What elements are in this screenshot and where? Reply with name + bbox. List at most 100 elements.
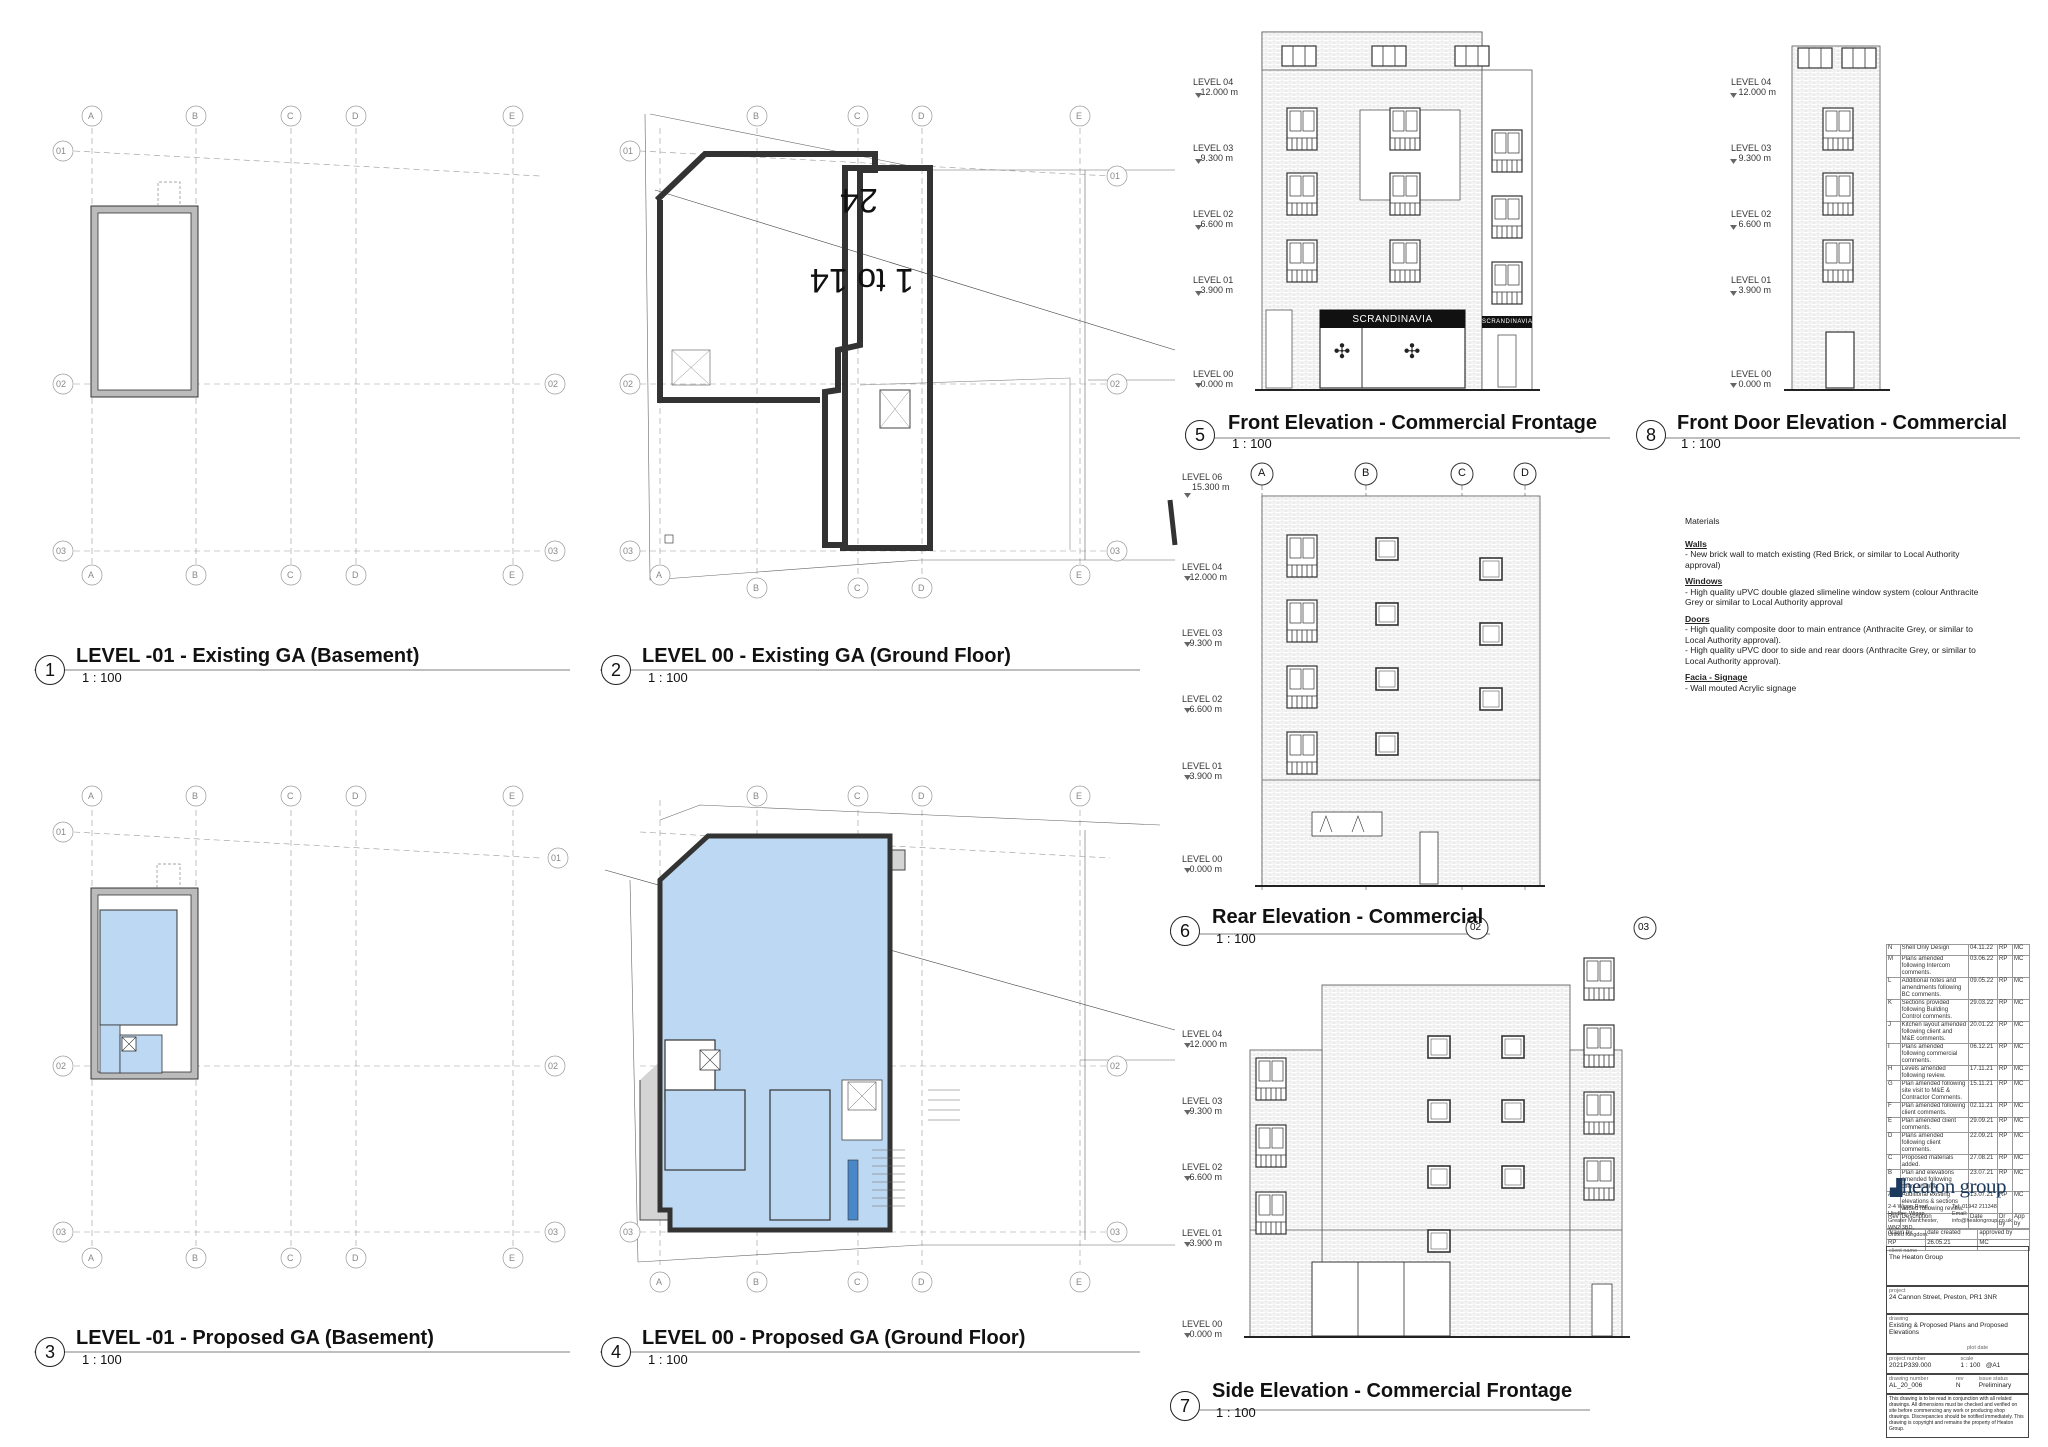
grid-row-label: 02 <box>548 1061 559 1071</box>
revision-desc: Plan amended following site visit to M&E… <box>1899 1079 1970 1103</box>
grid-row-label: 02 <box>548 379 559 389</box>
revision-date: 04.11.22 <box>1968 944 1998 956</box>
project-number: 2021P339.000 <box>1889 1362 1932 1369</box>
revision-by: RP <box>1997 1079 2013 1103</box>
revision-by: RP <box>1997 1131 2013 1155</box>
revision-chk: MC <box>2012 1131 2030 1155</box>
level-label: LEVEL 01 3.900 m <box>1731 275 1771 295</box>
view-scale: 1 : 100 <box>648 1352 688 1367</box>
level-value: 12.000 m <box>1200 87 1239 97</box>
grid-col-label: A <box>88 111 95 121</box>
level-label: LEVEL 03 9.300 m <box>1182 1096 1222 1116</box>
rear-grid-label: B <box>1362 467 1370 479</box>
view-title: LEVEL 00 - Existing GA (Ground Floor) <box>642 645 1011 667</box>
revision-date: 29.09.21 <box>1968 1116 1998 1133</box>
signoff-value: 26.05.21 <box>1925 1239 1979 1251</box>
level-label: LEVEL 02 6.600 m <box>1193 209 1233 229</box>
revision-desc: Plans amended following Intercom comment… <box>1899 954 1970 978</box>
revision-desc: Plans amended following client comments. <box>1899 1131 1970 1155</box>
grid-row-label: 02 <box>1110 1061 1121 1071</box>
revision-desc: Kitchen layout amended following client … <box>1899 1020 1970 1044</box>
level-value: 0.000 m <box>1200 379 1234 389</box>
level-label: LEVEL 01 3.900 m <box>1182 1228 1222 1248</box>
revision-by: RP <box>1997 944 2013 956</box>
level-label: LEVEL 04 12.000 m <box>1182 562 1227 582</box>
level-value: 0.000 m <box>1189 1329 1223 1339</box>
level-value: 9.300 m <box>1738 153 1772 163</box>
materials-section-heading: Facia - Signage <box>1685 672 1748 682</box>
revision-chk: MC <box>2012 1190 2030 1214</box>
plan-2-grid-bubbles <box>619 105 1128 599</box>
revision-by: RP <box>1997 1153 2013 1170</box>
rev-value: N <box>1955 1382 1961 1389</box>
grid-col-label: D <box>352 791 359 801</box>
grid-row-label: 03 <box>56 546 67 556</box>
revision-rev: F <box>1886 1101 1901 1118</box>
level-name: LEVEL 01 <box>1182 761 1223 771</box>
revision-date: 27.08.21 <box>1968 1153 1998 1170</box>
company-address: 2-4 Wigan Road, Hindley, Wigan, Greater … <box>1888 1204 1939 1238</box>
drawing-number-label: drawing number <box>1889 1376 1929 1382</box>
grid-row-label: 03 <box>56 1227 67 1237</box>
level-label: LEVEL 04 12.000 m <box>1193 77 1238 97</box>
level-value: 0.000 m <box>1189 864 1223 874</box>
view-scale: 1 : 100 <box>82 1352 122 1367</box>
client-name: The Heaton Group <box>1889 1254 1943 1261</box>
level-name: LEVEL 04 <box>1193 77 1234 87</box>
side-grid-label: 03 <box>1638 922 1650 933</box>
revision-rev: M <box>1886 954 1901 978</box>
materials-section-text: - Wall mouted Acrylic signage <box>1685 682 1797 693</box>
chk-col: App by <box>2012 1212 2030 1229</box>
view-title: Front Elevation - Commercial Frontage <box>1228 412 1597 434</box>
revision-date: 03.06.22 <box>1968 954 1998 978</box>
view-title: LEVEL 00 - Proposed GA (Ground Floor) <box>642 1327 1026 1349</box>
view-number: 1 <box>35 655 65 685</box>
revision-date: 09.05.22 <box>1968 976 1998 1000</box>
rear-grid-label: C <box>1458 467 1466 479</box>
sheet-size: @A1 <box>1985 1362 2001 1369</box>
level-name: LEVEL 02 <box>1182 1162 1223 1172</box>
level-name: LEVEL 00 <box>1731 369 1772 379</box>
grid-col-label: E <box>509 111 516 121</box>
level-name: LEVEL 03 <box>1182 1096 1223 1106</box>
grid-col-label: B <box>753 111 760 121</box>
revision-by: RP <box>1997 1042 2013 1066</box>
grid-col-label: B <box>192 1253 199 1263</box>
shopfront-signage: SCRANDINAVIA <box>1320 312 1465 328</box>
issue-status-label: issue status <box>1978 1376 2008 1382</box>
revision-by: RP <box>1997 998 2013 1022</box>
client-label: client name <box>1889 1248 1918 1254</box>
grid-row-label: 01 <box>56 827 67 837</box>
project-label: project <box>1889 1288 1906 1294</box>
revision-desc: Additional notes and amendments followin… <box>1899 976 1970 1000</box>
materials-section-heading: Windows <box>1685 576 1723 586</box>
logo-text: heaton group <box>1901 1174 2007 1198</box>
revision-desc: Plan amended following client comments. <box>1899 1101 1970 1118</box>
grid-row-label: 03 <box>548 1227 559 1237</box>
revision-by: RP <box>1997 954 2013 978</box>
grid-col-label: A <box>88 791 95 801</box>
revision-date: 17.11.21 <box>1968 1064 1998 1081</box>
signoff-value: RP <box>1885 1239 1927 1251</box>
rear-grid-label: A <box>1258 467 1266 479</box>
grid-col-label: B <box>753 583 760 593</box>
drawing-title: Existing & Proposed Plans and Proposed E… <box>1889 1322 2008 1336</box>
revision-chk: MC <box>2012 954 2030 978</box>
side-grid-bubbles <box>1465 916 1657 940</box>
revision-rev: C <box>1886 1153 1901 1170</box>
grid-col-label: B <box>192 791 199 801</box>
level-label: LEVEL 01 3.900 m <box>1193 275 1233 295</box>
side-elevation-drawing <box>1244 957 1630 1338</box>
grid-col-label: D <box>352 1253 359 1263</box>
revision-date: 15.11.21 <box>1968 1079 1998 1103</box>
front-elevation-drawing: ✣ ✣ <box>1255 31 1540 391</box>
level-value: 3.900 m <box>1189 771 1223 781</box>
grid-col-label: D <box>352 570 359 580</box>
grid-col-label: A <box>656 1277 663 1287</box>
materials-section-text: - New brick wall to match existing (Red … <box>1685 549 1960 570</box>
